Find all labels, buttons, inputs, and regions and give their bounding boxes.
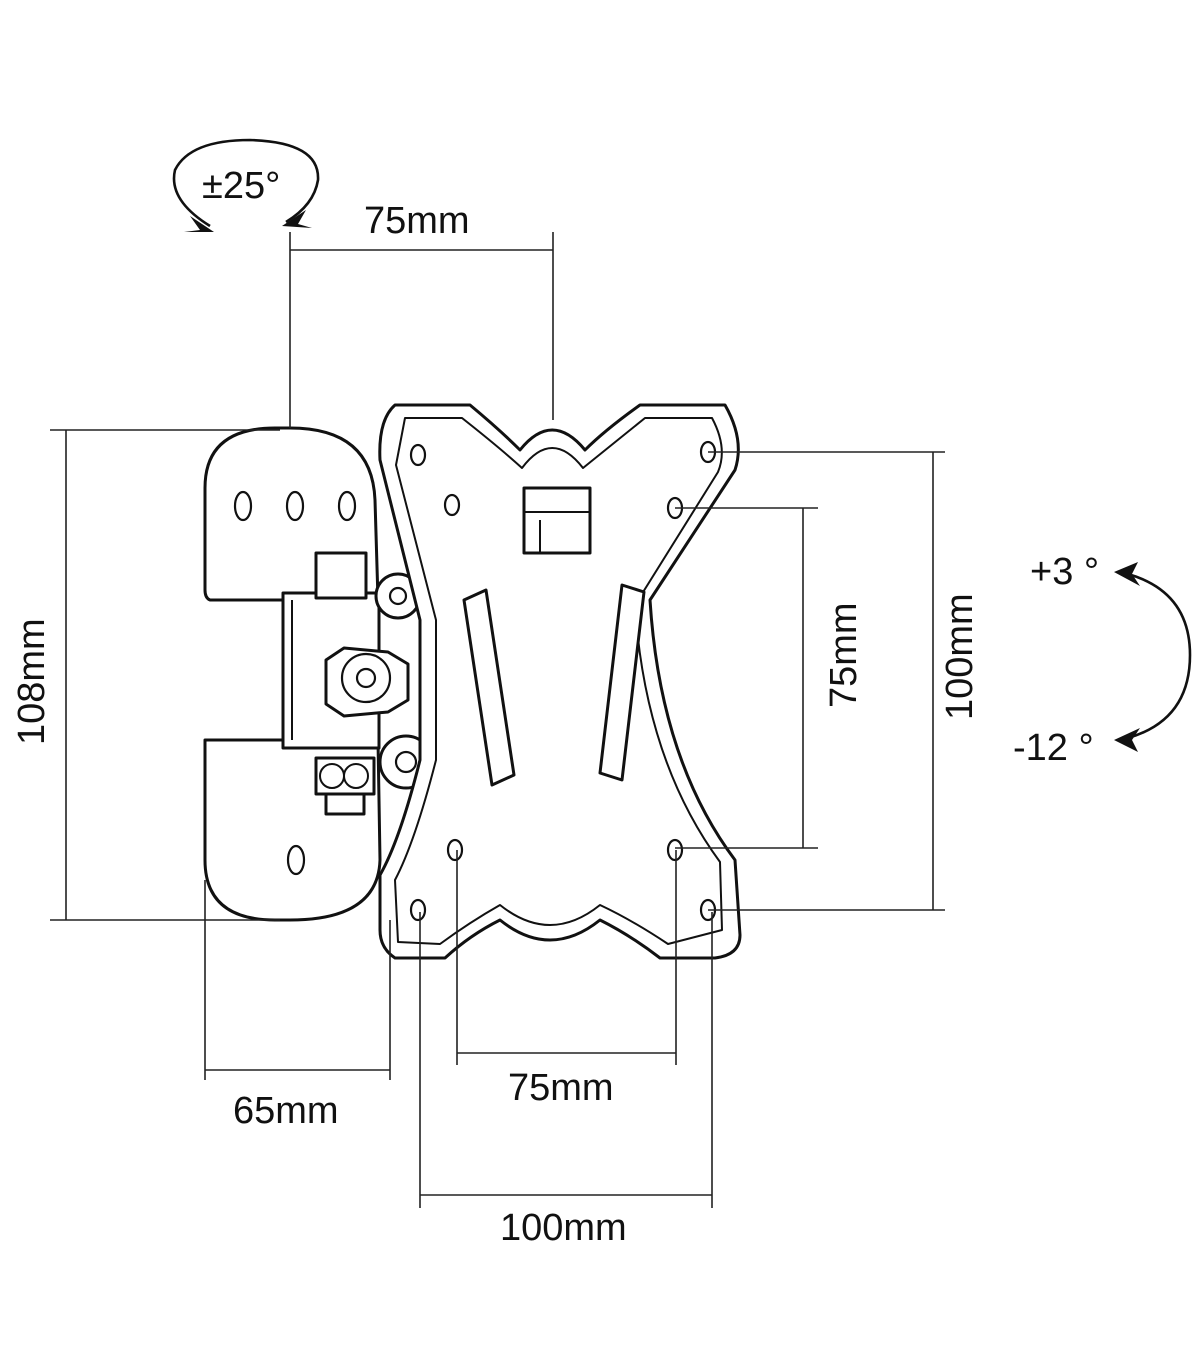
vesa-slot-right <box>598 583 646 782</box>
wall-bracket <box>203 426 434 922</box>
vesa-hole-75-top-left <box>443 493 461 517</box>
latch <box>522 486 592 555</box>
hex-nut <box>314 756 376 816</box>
dim-bottom-75-label: 75mm <box>508 1067 614 1109</box>
dim-65-label: 65mm <box>233 1090 339 1132</box>
vesa-hole-75-bottom-right <box>666 838 684 862</box>
hinge-block <box>314 551 368 600</box>
vesa-hole-75-bottom-left <box>446 838 464 862</box>
tilt-arrowhead-down <box>1114 728 1140 752</box>
swivel-arrow <box>172 138 320 232</box>
vesa-hole-100-bottom-left <box>409 898 427 922</box>
swivel-arrowhead-left <box>184 216 214 232</box>
dim-bottom-100-label: 100mm <box>500 1207 627 1249</box>
dim-108-label: 108mm <box>11 618 53 745</box>
swivel-arrowhead-right <box>282 210 312 228</box>
wall-bracket-hole <box>285 490 305 522</box>
vesa-plate-inner-edge <box>394 417 723 945</box>
tilt-down-label: -12 ° <box>1013 727 1094 769</box>
vesa-slot-left <box>462 588 516 787</box>
tilt-knob <box>324 646 410 718</box>
dim-right-100-label: 100mm <box>939 593 981 720</box>
tilt-arrow <box>1114 562 1192 752</box>
dim-right-75-label: 75mm <box>823 602 865 708</box>
vesa-plate <box>378 403 742 960</box>
wall-bracket-hole <box>233 490 253 522</box>
vesa-plate-outline <box>378 403 742 960</box>
tilt-up-label: +3 ° <box>1030 551 1099 593</box>
vesa-hole-100-top-left <box>409 443 427 467</box>
wall-bracket-hole <box>286 844 306 876</box>
tilt-arrowhead-up <box>1114 562 1140 586</box>
swivel-angle-label: ±25° <box>202 165 280 207</box>
dim-top-75-label: 75mm <box>364 200 470 242</box>
dimension-lines <box>50 232 945 1208</box>
wall-bracket-hole <box>337 490 357 522</box>
